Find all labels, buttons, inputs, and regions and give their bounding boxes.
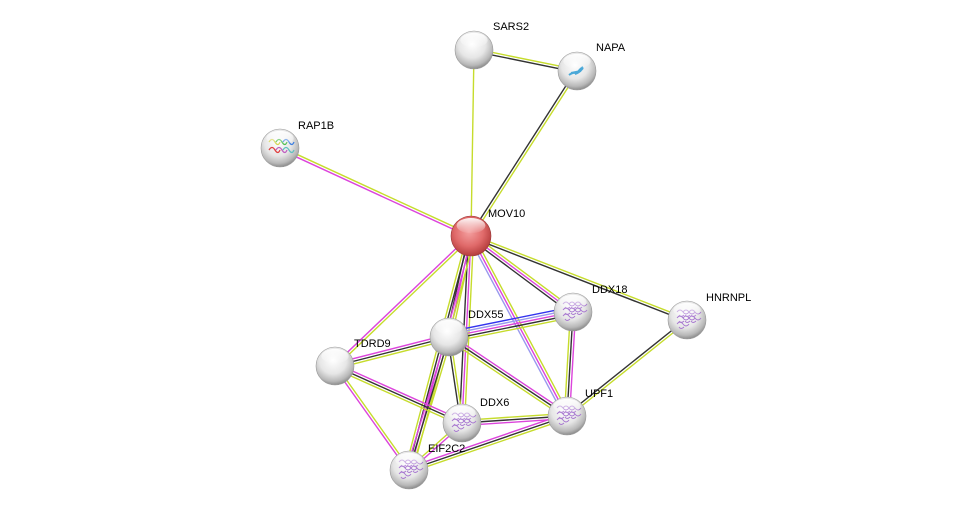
node-highlight (448, 405, 476, 421)
edge-evidence-coexpression (408, 336, 450, 471)
edge-evidence-coexpression (449, 313, 574, 341)
edge-evidence-experiments (407, 412, 567, 469)
edge-evidence-homology (468, 236, 566, 418)
node-highlight (266, 130, 294, 146)
edge-evidence-textmining (472, 233, 575, 311)
edge-evidence-textmining (333, 367, 462, 427)
edge-mov10-ddx18[interactable] (469, 233, 575, 315)
node-label: SARS2 (493, 21, 529, 33)
edge-evidence-experiments (450, 334, 569, 415)
node-napa[interactable]: NAPA (557, 42, 626, 91)
edge-evidence-textmining (335, 338, 450, 370)
node-label: HNRNPL (706, 292, 751, 304)
edge-evidence-textmining (335, 236, 473, 368)
node-highlight (553, 398, 581, 414)
edge-evidence-experiments (448, 311, 574, 338)
edge-evidence-homology (448, 308, 573, 336)
node-highlight (563, 53, 591, 69)
edge-ddx55-tdrd9[interactable] (334, 333, 450, 370)
edge-evidence-experiments (405, 336, 448, 470)
edge-evidence-textmining (280, 146, 472, 236)
node-label: UPF1 (585, 388, 613, 400)
protein-structure-icon (568, 66, 584, 76)
node-ddx6[interactable]: DDX6 (442, 397, 509, 443)
node-label: EIF2C2 (428, 443, 465, 455)
edge-rap1b-mov10[interactable] (279, 146, 472, 238)
edge-upf1-eif2c2[interactable] (407, 412, 569, 474)
edge-mov10-tdrd9[interactable] (333, 234, 473, 368)
edge-evidence-experiments (279, 148, 471, 238)
node-label: DDX18 (592, 284, 627, 296)
edge-evidence-coexpression (470, 236, 687, 322)
edge-evidence-experiments (334, 333, 449, 365)
edge-evidence-coexpression (469, 237, 572, 315)
edge-tdrd9-eif2c2[interactable] (333, 364, 411, 472)
edge-evidence-textmining (410, 337, 453, 471)
node-label: NAPA (596, 42, 626, 54)
edge-ddx55-ddx18[interactable] (447, 306, 575, 343)
node-highlight (395, 452, 423, 468)
node-highlight (460, 32, 488, 48)
edge-tdrd9-ddx6[interactable] (333, 362, 464, 427)
edge-evidence-coexpression (448, 336, 568, 417)
edge-evidence-coexpression (565, 318, 687, 416)
node-highlight (559, 294, 587, 310)
edge-evidence-textmining (335, 364, 411, 470)
edge-evidence-textmining (404, 234, 468, 470)
node-mov10[interactable]: MOV10 (450, 208, 525, 257)
node-hnrnpl[interactable]: HNRNPL (667, 292, 751, 340)
edge-evidence-experiments (470, 235, 574, 313)
edge-hnrnpl-upf1[interactable] (565, 318, 689, 418)
node-eif2c2[interactable]: EIF2C2 (389, 443, 465, 490)
node-label: MOV10 (488, 208, 525, 220)
edge-evidence-coexpression (334, 336, 450, 367)
edge-evidence-textmining (471, 71, 579, 238)
node-highlight (456, 218, 486, 234)
edge-mov10-hnrnpl[interactable] (470, 234, 688, 322)
node-highlight (321, 348, 349, 364)
node-label: TDRD9 (354, 338, 391, 350)
edge-evidence-coexpression (408, 415, 568, 471)
edge-evidence-textmining (567, 320, 689, 418)
edge-evidence-experiments (333, 234, 471, 366)
edge-sars2-mov10[interactable] (470, 49, 475, 237)
node-ddx18[interactable]: DDX18 (553, 284, 627, 332)
node-sars2[interactable]: SARS2 (454, 21, 529, 70)
node-highlight (435, 319, 463, 335)
edge-evidence-databases (447, 306, 573, 333)
edge-napa-mov10[interactable] (469, 69, 579, 238)
node-label: DDX55 (468, 309, 503, 321)
edge-evidence-coexpression (469, 69, 577, 236)
edge-evidence-textmining (409, 417, 569, 474)
edge-evidence-textmining (471, 234, 688, 320)
edge-ddx55-upf1[interactable] (447, 334, 569, 419)
node-label: DDX6 (480, 397, 509, 409)
edge-evidence-textmining (449, 316, 575, 343)
edge-evidence-experiments (335, 362, 464, 422)
node-tdrd9[interactable]: TDRD9 (315, 338, 391, 386)
edge-evidence-textmining (447, 338, 566, 419)
node-highlight (673, 302, 701, 318)
edge-ddx55-eif2c2[interactable] (405, 336, 453, 471)
node-ddx55[interactable]: DDX55 (429, 309, 503, 357)
edge-evidence-experiments (333, 366, 409, 472)
edge-evidence-textmining (470, 49, 475, 237)
node-label: RAP1B (298, 120, 334, 132)
node-upf1[interactable]: UPF1 (547, 388, 613, 436)
node-rap1b[interactable]: RAP1B (260, 120, 334, 168)
edge-evidence-coexpression (334, 365, 463, 424)
